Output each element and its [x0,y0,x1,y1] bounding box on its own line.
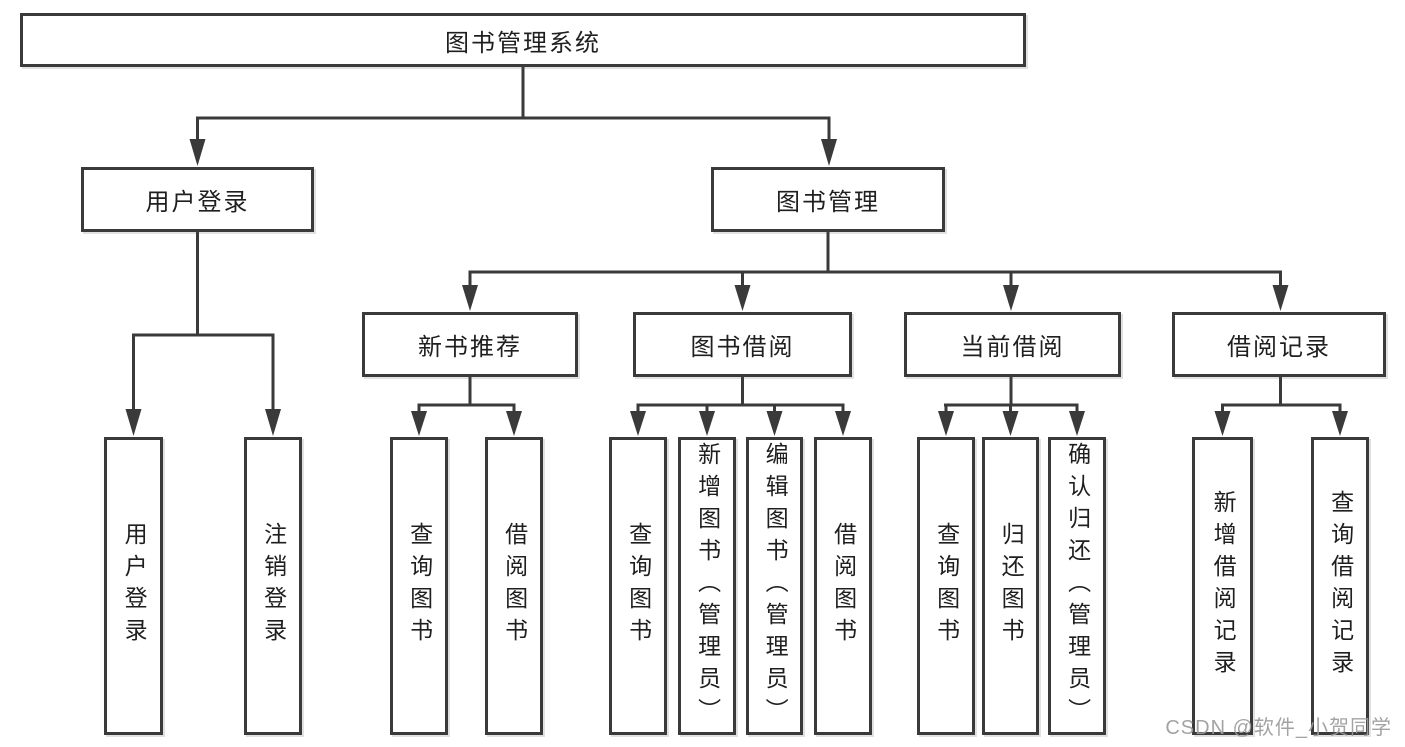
arrowhead-query-books-3 [938,411,954,436]
node-current-borrow-label: 当前借阅 [960,334,1065,361]
node-book-borrow: 图书借阅 [633,312,852,377]
leaf-borrow-books-borrow: 借阅图书 [814,437,872,735]
node-new-book-recommend-label: 新书推荐 [418,334,522,361]
leaf-add-borrow-record-label: 新增借阅记录 [1210,490,1237,682]
leaf-user-login-label: 用户登录 [121,522,148,650]
arrowhead-borrow-books-1 [506,411,522,436]
leaf-borrow-books-borrow-label: 借阅图书 [830,522,857,650]
arrowhead-borrow-records [1272,285,1289,311]
arrowhead-add-borrow-record [1214,411,1231,436]
leaf-borrow-books-recommend: 借阅图书 [485,437,543,735]
leaf-logout-login: 注销登录 [244,437,302,735]
leaf-query-books-current: 查询图书 [917,437,975,735]
arrowhead-leaf-user-login [125,409,142,436]
node-book-borrow-label: 图书借阅 [690,334,795,361]
node-user-login: 用户登录 [81,167,314,232]
leaf-query-borrow-record: 查询借阅记录 [1311,437,1369,735]
node-root-label: 图书管理系统 [445,29,601,57]
arrowhead-book-management [821,139,837,166]
leaf-query-borrow-record-label: 查询借阅记录 [1327,490,1354,682]
arrowhead-leaf-logout [265,409,281,436]
arrowhead-new-book [462,285,478,311]
leaf-confirm-return-admin: 确认归还（管理员） [1048,437,1106,735]
arrowhead-add-books [699,411,715,436]
leaf-query-books-recommend: 查询图书 [390,437,448,735]
arrowhead-current-borrow [1003,285,1019,311]
arrowhead-confirm-return [1069,411,1085,436]
node-book-management: 图书管理 [711,167,945,232]
arrowhead-return-books [1002,411,1019,436]
arrowhead-query-books-2 [630,411,646,436]
leaf-edit-books-admin: 编辑图书（管理员） [746,437,803,735]
node-root: 图书管理系统 [20,13,1026,67]
watermark: CSDN @软件_小贺同学 [1165,717,1392,739]
node-user-login-label: 用户登录 [145,189,250,216]
arrowhead-edit-books [766,411,783,436]
leaf-query-books-recommend-label: 查询图书 [406,522,433,650]
leaf-add-books-admin: 新增图书（管理员） [678,437,736,735]
node-borrow-records: 借阅记录 [1172,312,1386,377]
leaf-logout-login-label: 注销登录 [260,522,287,650]
arrowhead-user-login [189,139,206,166]
arrowhead-query-borrow-record [1332,411,1348,436]
arrowhead-query-books-1 [411,411,427,436]
node-current-borrow: 当前借阅 [904,312,1121,377]
leaf-query-books-current-label: 查询图书 [933,522,960,650]
leaf-query-books-borrow-label: 查询图书 [625,522,652,650]
leaf-query-books-borrow: 查询图书 [609,437,667,735]
leaf-add-borrow-record: 新增借阅记录 [1192,437,1253,735]
node-borrow-records-label: 借阅记录 [1227,334,1331,361]
arrowhead-book-borrow [734,285,751,311]
leaf-return-books-label: 归还图书 [998,522,1025,650]
leaf-edit-books-admin-label: 编辑图书（管理员） [762,442,789,730]
leaf-confirm-return-admin-label: 确认归还（管理员） [1064,442,1091,730]
arrowhead-borrow-books-2 [835,411,851,436]
node-new-book-recommend: 新书推荐 [362,312,578,377]
leaf-return-books: 归还图书 [982,437,1039,735]
leaf-user-login: 用户登录 [104,437,163,735]
leaf-add-books-admin-label: 新增图书（管理员） [694,442,721,730]
leaf-borrow-books-recommend-label: 借阅图书 [501,522,528,650]
node-book-management-label: 图书管理 [776,189,880,216]
